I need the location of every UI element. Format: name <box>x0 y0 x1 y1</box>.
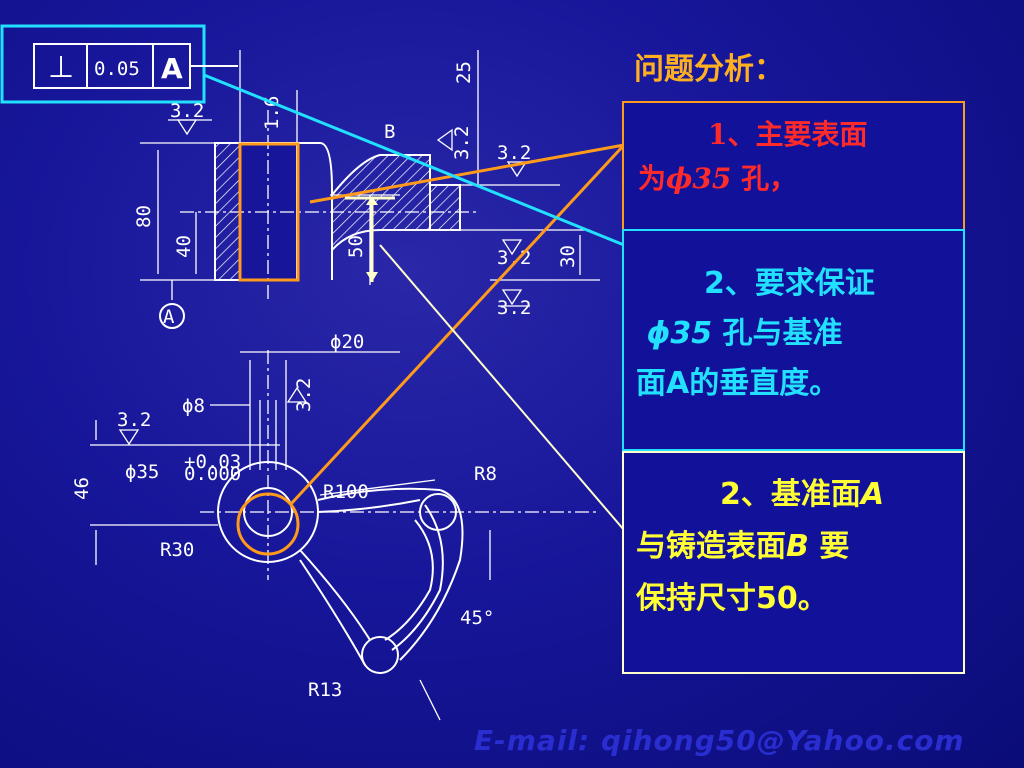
tolerance-lower: 0.000 <box>184 463 241 485</box>
dimension-25: 25 <box>453 61 475 84</box>
dimension-45-degrees: 45° <box>460 607 494 629</box>
note2-line3: 面A的垂直度。 <box>636 366 840 401</box>
note-box-main-surface: 1、主要表面 为ϕ35 孔， <box>622 101 965 232</box>
tolerance-datum: A <box>161 52 183 85</box>
dimension-50: 50 <box>345 235 367 258</box>
roughness-3-2-b: 3.2 <box>451 126 473 160</box>
note2-phi: ϕ35 <box>646 316 713 351</box>
note3-surface-b: B <box>786 529 809 564</box>
analysis-title: 问题分析： <box>634 52 784 87</box>
dimension-40: 40 <box>173 235 195 258</box>
note1-prefix-word: 为 <box>638 162 667 195</box>
dimension-30: 30 <box>557 245 579 268</box>
orange-leader-top <box>309 143 625 204</box>
orange-leader-bottom <box>288 143 626 507</box>
datum-a-label: A <box>163 306 175 328</box>
roughness-3-2-a: 3.2 <box>170 100 204 122</box>
dimension-phi20: ϕ20 <box>330 331 364 353</box>
front-view <box>140 50 600 329</box>
note1-suffix: 孔， <box>731 162 798 195</box>
hole-highlight-circle <box>236 492 300 556</box>
tolerance-frame: ⊥ 0.05 A <box>0 24 238 104</box>
arrow-up-icon <box>366 196 378 205</box>
dimension-r30: R30 <box>160 539 194 561</box>
roughness-3-2-c: 3.2 <box>497 142 531 164</box>
hole-highlight-rect <box>238 142 300 282</box>
dimension-r100: R100 <box>323 481 369 503</box>
surface-b-label: B <box>384 121 395 143</box>
note1-phi: ϕ35 <box>666 162 732 195</box>
tolerance-value: 0.05 <box>94 58 140 80</box>
note-box-perpendicularity: 2、要求保证 ϕ35 孔与基准 面A的垂直度。 <box>622 229 965 451</box>
dimension-r13: R13 <box>308 679 342 701</box>
note2-line1: 2、要求保证 <box>704 266 875 301</box>
note2-line2: 孔与基准 <box>712 316 843 351</box>
dimension-80: 80 <box>133 205 155 228</box>
roughness-3-2-e: 3.2 <box>497 297 531 319</box>
note3-line3: 保持尺寸50。 <box>636 581 828 616</box>
tolerance-upper: +0.03 <box>184 451 241 473</box>
footer-email: E-mail: qihong50@Yahoo.com <box>474 724 965 757</box>
note3-line2: 与铸造表面 <box>636 529 786 564</box>
dimension-phi35: ϕ35 <box>125 461 159 483</box>
dimension-r8: R8 <box>474 463 497 485</box>
arrow-down-icon <box>366 272 378 282</box>
roughness-3-2-g: 3.2 <box>117 409 151 431</box>
perpendicularity-icon: ⊥ <box>48 50 74 85</box>
dimension-phi8: ϕ8 <box>182 395 205 417</box>
dimension-46: 46 <box>71 477 93 500</box>
note-box-datum-dimension: 2、基准面A 与铸造表面B 要 保持尺寸50。 <box>622 451 965 674</box>
top-view <box>90 350 600 721</box>
cyan-leader <box>203 73 625 247</box>
tolerance-frame-highlight <box>0 24 206 104</box>
yellow-leader <box>379 244 625 531</box>
roughness-3-2-f: 3.2 <box>293 378 315 412</box>
note1-text: 1、主要表面 <box>708 118 868 151</box>
note3-line2-end: 要 <box>808 529 850 564</box>
note3-datum: A <box>860 477 885 512</box>
note3-line1: 2、基准面 <box>720 477 861 512</box>
